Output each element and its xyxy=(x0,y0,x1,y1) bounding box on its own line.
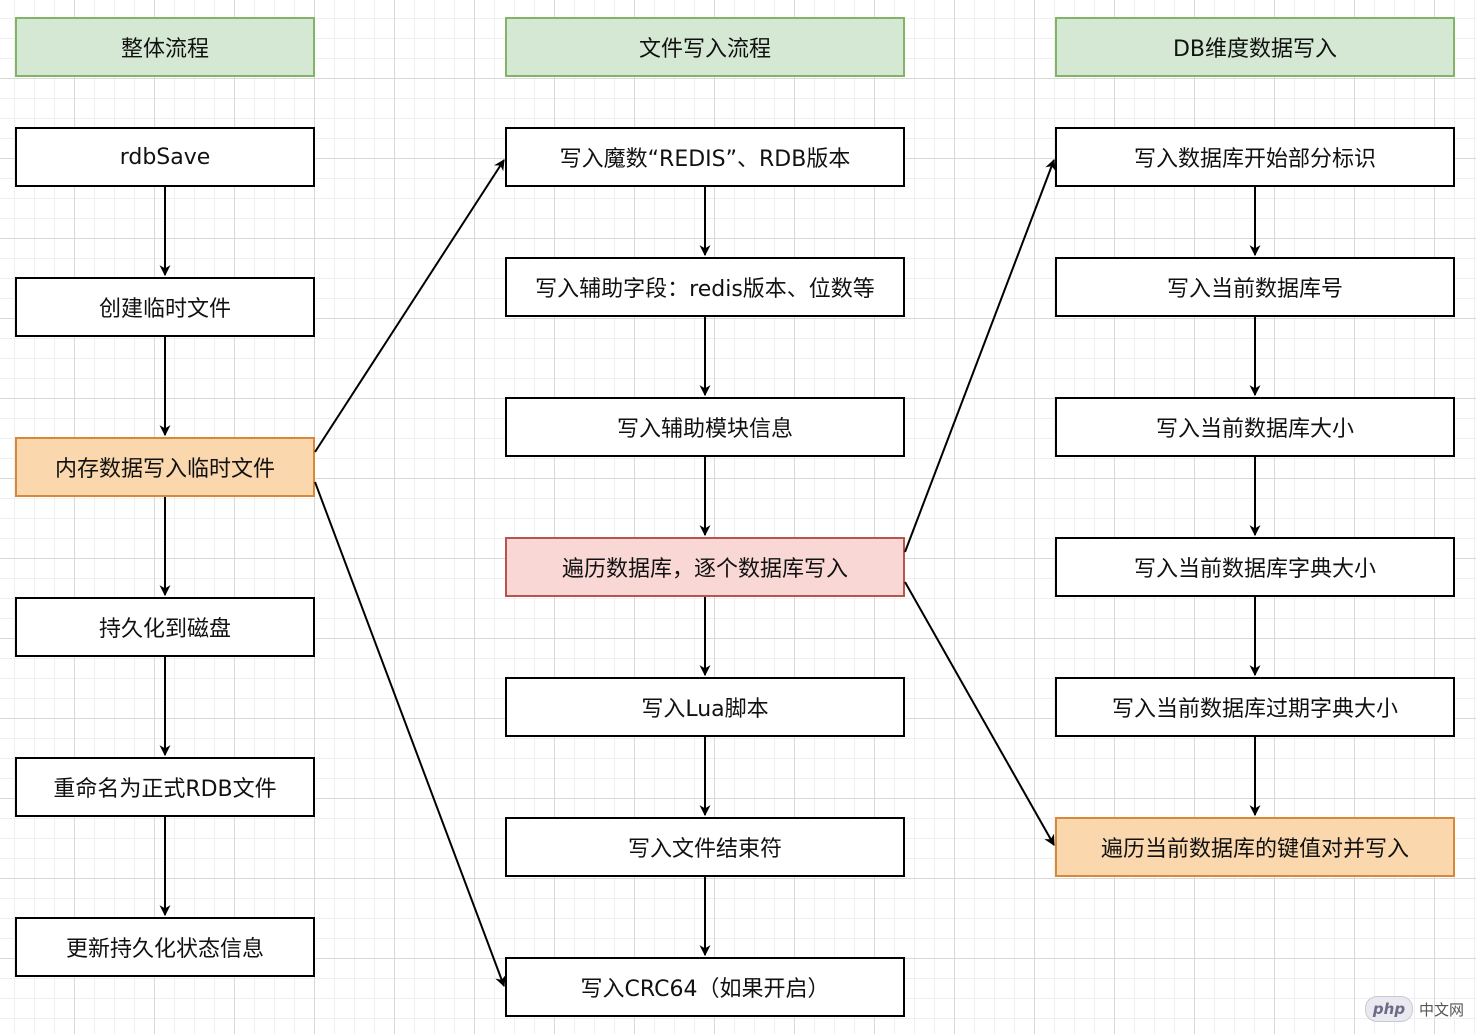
step-write-eof: 写入文件结束符 xyxy=(505,817,905,877)
step-write-lua: 写入Lua脚本 xyxy=(505,677,905,737)
step-rename-rdb: 重命名为正式RDB文件 xyxy=(15,757,315,817)
step-iterate-databases: 遍历数据库，逐个数据库写入 xyxy=(505,537,905,597)
step-write-aux-module: 写入辅助模块信息 xyxy=(505,397,905,457)
step-write-db-number: 写入当前数据库号 xyxy=(1055,257,1455,317)
header-file-write-flow: 文件写入流程 xyxy=(505,17,905,77)
arrow-to-file-flow-start xyxy=(314,159,505,453)
header-overall-flow: 整体流程 xyxy=(15,17,315,77)
step-write-magic: 写入魔数“REDIS”、RDB版本 xyxy=(505,127,905,187)
step-write-db-start: 写入数据库开始部分标识 xyxy=(1055,127,1455,187)
step-write-expire-dict-size: 写入当前数据库过期字典大小 xyxy=(1055,677,1455,737)
watermark: php 中文网 xyxy=(1364,996,1464,1022)
step-update-status: 更新持久化状态信息 xyxy=(15,917,315,977)
step-write-crc64: 写入CRC64（如果开启） xyxy=(505,957,905,1017)
step-rdbsave: rdbSave xyxy=(15,127,315,187)
watermark-text: 中文网 xyxy=(1418,1000,1464,1019)
step-iterate-kv: 遍历当前数据库的键值对并写入 xyxy=(1055,817,1455,877)
php-logo-icon: php xyxy=(1364,996,1413,1022)
step-create-temp-file: 创建临时文件 xyxy=(15,277,315,337)
step-write-dict-size: 写入当前数据库字典大小 xyxy=(1055,537,1455,597)
header-db-write: DB维度数据写入 xyxy=(1055,17,1455,77)
arrow-to-file-flow-end xyxy=(314,481,506,988)
arrow-to-db-flow-start xyxy=(904,158,1056,553)
step-write-aux-fields: 写入辅助字段：redis版本、位数等 xyxy=(505,257,905,317)
step-write-memory-to-temp: 内存数据写入临时文件 xyxy=(15,437,315,497)
arrow-to-db-flow-end xyxy=(904,581,1055,846)
step-persist-to-disk: 持久化到磁盘 xyxy=(15,597,315,657)
step-write-db-size: 写入当前数据库大小 xyxy=(1055,397,1455,457)
